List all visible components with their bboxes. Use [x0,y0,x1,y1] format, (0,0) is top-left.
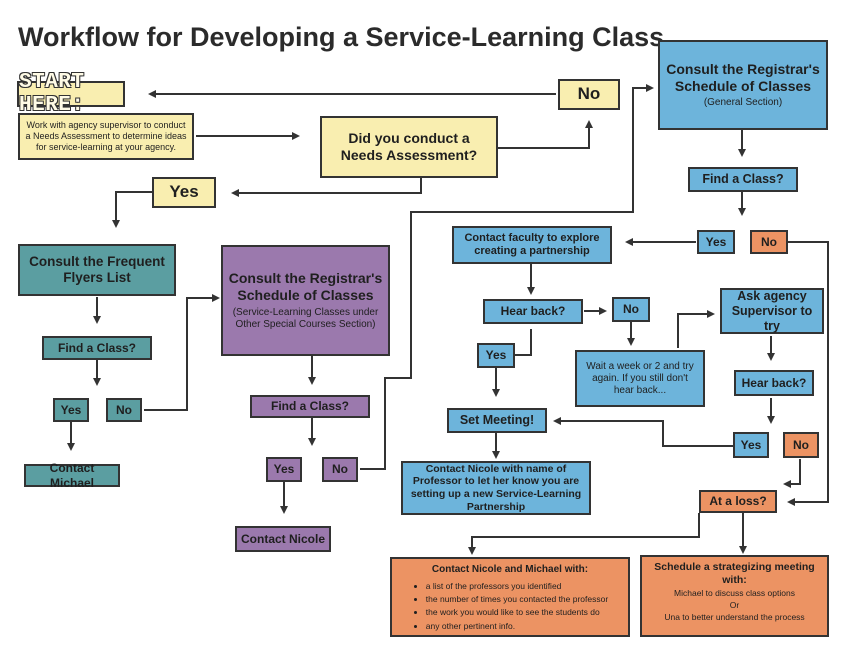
needs-yes: Yes [152,177,216,208]
hear-back-1-no: No [612,297,650,322]
purple-yes: Yes [266,457,302,482]
purple-registrar-sub: (Service-Learning Classes under Other Sp… [232,306,379,330]
purple-registrar-text: Consult the Registrar's Schedule of Clas… [228,270,383,303]
teal-find-class: Find a Class? [42,336,152,360]
blue-yes-text: Yes [705,234,727,249]
teal-yes-text: Yes [60,402,82,417]
at-loss-text: At a loss? [709,494,767,509]
blue-no-text: No [761,234,777,249]
hear-back-1-yes: Yes [477,343,515,368]
arrow-needs-to-no [497,120,593,149]
purple-no: No [322,457,358,482]
arrow-atloss-to-contact [468,513,700,555]
arrow-hear2no-down [783,459,801,488]
hear-back-1-text: Hear back? [500,304,566,319]
contact-nicole-professor-text: Contact Nicole with name of Professor to… [410,462,582,513]
schedule-line-2: Una to better understand the process [664,611,805,622]
purple-find-class: Find a Class? [250,395,370,418]
hear-back-2: Hear back? [734,370,814,396]
teal-yes: Yes [53,398,89,422]
contact-both-box: Contact Nicole and Michael with: a list … [390,557,630,637]
start-here-label: START HERE: [17,71,125,117]
teal-find-text: Find a Class? [57,340,137,355]
contact-both-item: the number of times you contacted the pr… [426,593,608,606]
frequent-flyers-box: Consult the Frequent Flyers List [18,244,176,296]
schedule-lines: Michael to discuss class options Or Una … [664,588,804,624]
arrow-needs-to-yes [231,178,422,197]
needs-no-text: No [577,84,601,104]
ask-agency-text: Ask agency Supervisor to try [731,288,813,333]
contact-faculty-text: Contact faculty to explore creating a pa… [464,231,600,257]
contact-michael: Contact Michael [24,461,120,490]
contact-michael-text: Contact Michael [49,461,95,490]
hear-back-2-yes: Yes [733,432,769,458]
teal-no: No [106,398,142,422]
blue-no: No [750,230,788,254]
needs-no: No [558,79,620,110]
set-meeting-box: Set Meeting! [447,408,547,433]
contact-nicole: Contact Nicole [235,526,331,552]
schedule-title: Schedule a strategizing meeting with: [654,561,815,586]
contact-both-item: a list of the professors you identified [426,580,608,593]
start-instruction: Work with agency supervisor to conduct a… [18,113,194,160]
hear-back-2-text: Hear back? [741,375,807,390]
arrow-hear2yes-to-meeting [553,417,733,447]
teal-no-text: No [116,402,132,417]
purple-find-text: Find a Class? [270,399,350,414]
contact-faculty-box: Contact faculty to explore creating a pa… [452,226,612,264]
contact-nicole-professor-box: Contact Nicole with name of Professor to… [401,461,591,515]
start-instruction-text: Work with agency supervisor to conduct a… [25,120,187,152]
purple-registrar-box: Consult the Registrar's Schedule of Clas… [221,245,390,356]
needs-assessment-question: Did you conduct a Needs Assessment? [320,116,498,178]
frequent-flyers-text: Consult the Frequent Flyers List [29,253,165,285]
schedule-line-1: Michael to discuss class options [674,588,795,599]
hear-back-1-no-text: No [623,302,639,317]
purple-no-text: No [332,462,348,477]
contact-both-title: Contact Nicole and Michael with: [431,564,589,575]
blue-registrar-text: Consult the Registrar's Schedule of Clas… [666,61,820,94]
page-title: Workflow for Developing a Service-Learni… [18,22,665,52]
arrow-wait-to-ask [677,310,715,348]
blue-yes: Yes [697,230,735,254]
blue-registrar-sub: (General Section) [703,96,783,108]
set-meeting-text: Set Meeting! [459,413,535,427]
blue-find-text: Find a Class? [702,172,784,186]
arrow-yes-to-teal [112,191,152,228]
schedule-or: Or [729,600,740,611]
arrow-purple-no-to-blue [360,84,654,470]
wait-text: Wait a week or 2 and try again. If you s… [586,360,694,396]
blue-registrar-box: Consult the Registrar's Schedule of Clas… [658,40,828,130]
needs-question-text: Did you conduct a Needs Assessment? [340,130,478,163]
wait-box: Wait a week or 2 and try again. If you s… [575,350,705,407]
needs-yes-text: Yes [169,182,199,202]
hear-back-1-yes-text: Yes [485,348,507,363]
contact-both-list: a list of the professors you identified … [412,580,608,633]
hear-back-2-no: No [783,432,819,458]
hear-back-2-no-text: No [793,437,809,452]
contact-both-item: the work you would like to see the stude… [426,606,608,619]
hear-back-2-yes-text: Yes [740,437,762,452]
arrow-blue-no-to-atloss [787,241,829,506]
at-loss-box: At a loss? [699,490,777,513]
ask-agency-box: Ask agency Supervisor to try [720,288,824,334]
purple-yes-text: Yes [273,462,295,477]
arrow-teal-no-to-purple [144,294,220,411]
contact-both-item: any other pertinent info. [426,620,608,633]
contact-nicole-text: Contact Nicole [241,531,326,546]
schedule-box: Schedule a strategizing meeting with: Mi… [640,555,829,637]
blue-find-class: Find a Class? [688,167,798,192]
hear-back-1: Hear back? [483,299,583,324]
